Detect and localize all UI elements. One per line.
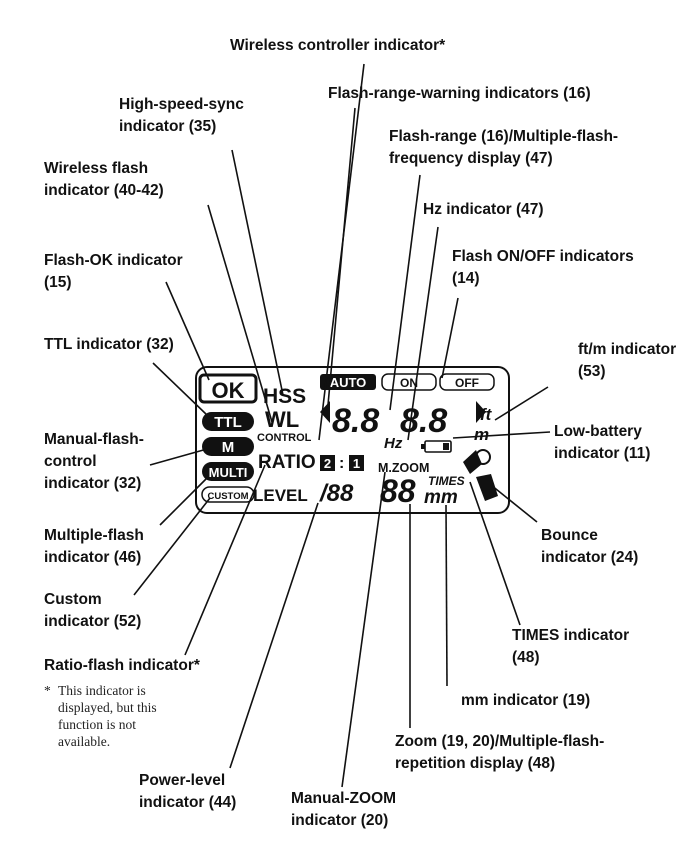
ratio-b: 1 bbox=[353, 456, 360, 471]
callout-multiple-flash: Multiple-flash indicator (46) bbox=[44, 527, 144, 566]
callout-ft-m-indicator: ft/m indicator (53) bbox=[578, 341, 677, 380]
ttl-pill bbox=[202, 412, 254, 431]
footnote: * This indicator is displayed, but this … bbox=[44, 682, 157, 750]
mzoom-indicator: M.ZOOM bbox=[378, 461, 429, 475]
ok-indicator: OK bbox=[212, 378, 245, 403]
ratio-colon: : bbox=[339, 455, 344, 472]
leader-flash-on-off bbox=[441, 297, 459, 379]
ratio-b-box bbox=[349, 455, 364, 471]
leader-mm bbox=[445, 504, 448, 687]
control-indicator: CONTROL bbox=[257, 432, 312, 444]
leader-times bbox=[469, 481, 521, 626]
flash-range-digits: 8.8 bbox=[332, 402, 379, 440]
leader-bounce bbox=[490, 484, 538, 523]
callout-bounce: Bounce indicator (24) bbox=[541, 527, 639, 566]
m-indicator: M bbox=[222, 439, 235, 456]
ratio-a-box bbox=[320, 455, 335, 471]
leader-flash-ok bbox=[165, 281, 210, 381]
lcd-panel-frame bbox=[195, 366, 510, 514]
leader-manual-zoom bbox=[341, 471, 386, 788]
ft-indicator: ft bbox=[480, 405, 493, 424]
hz-indicator: Hz bbox=[384, 435, 403, 452]
off-box bbox=[439, 373, 495, 391]
leader-low-battery bbox=[452, 431, 551, 439]
ttl-indicator: TTL bbox=[214, 414, 242, 431]
footnote-line: function is not bbox=[58, 717, 136, 732]
zoom-digits: 88 bbox=[380, 473, 416, 509]
ratio-a: 2 bbox=[324, 456, 331, 471]
custom-pill bbox=[201, 486, 255, 503]
leader-lines bbox=[133, 63, 551, 788]
on-indicator: ON bbox=[400, 376, 418, 390]
callout-zoom-display: Zoom (19, 20)/Multiple-flash- repetition… bbox=[395, 733, 605, 772]
custom-indicator: CUSTOM bbox=[208, 491, 249, 502]
callout-manual-zoom: Manual-ZOOM indicator (20) bbox=[291, 790, 397, 829]
range-warning-right-icon bbox=[476, 401, 486, 423]
callout-flash-range-display: Flash-range (16)/Multiple-flash- frequen… bbox=[389, 128, 619, 167]
bounce-icon bbox=[463, 449, 498, 501]
leader-manual-flash bbox=[149, 448, 208, 466]
flash-range-digits-2: 8.8 bbox=[400, 402, 447, 440]
callout-wireless-controller: Wireless controller indicator* bbox=[230, 37, 446, 54]
leader-ft-m bbox=[494, 386, 549, 421]
multi-indicator: MULTI bbox=[209, 465, 248, 480]
callout-manual-flash-control: Manual-flash- control indicator (32) bbox=[44, 431, 144, 492]
multi-pill bbox=[202, 462, 254, 481]
callout-hz-indicator: Hz indicator (47) bbox=[423, 201, 544, 218]
callout-flash-ok: Flash-OK indicator (15) bbox=[44, 252, 183, 291]
off-indicator: OFF bbox=[455, 376, 479, 390]
footnote-line: available. bbox=[58, 734, 111, 749]
leader-hz bbox=[407, 226, 439, 441]
hss-indicator: HSS bbox=[263, 385, 306, 408]
callout-ratio-flash: Ratio-flash indicator* bbox=[44, 657, 200, 674]
footnote-line: This indicator is bbox=[58, 683, 146, 698]
callout-ttl-indicator: TTL indicator (32) bbox=[44, 336, 174, 353]
callout-flash-range-warning: Flash-range-warning indicators (16) bbox=[328, 85, 591, 102]
leader-custom bbox=[133, 497, 211, 596]
leader-high-speed-sync bbox=[231, 149, 284, 396]
level-indicator: LEVEL bbox=[253, 486, 308, 505]
range-warning-left-icon bbox=[320, 401, 330, 423]
auto-indicator: AUTO bbox=[330, 375, 367, 390]
callout-times-indicator: TIMES indicator (48) bbox=[512, 627, 630, 666]
times-indicator: TIMES bbox=[428, 474, 465, 488]
leader-flash-range-warning bbox=[327, 107, 356, 406]
power-fraction-digits: /88 bbox=[319, 480, 354, 507]
callout-low-battery: Low-battery indicator (11) bbox=[554, 423, 651, 462]
mm-indicator: mm bbox=[424, 487, 458, 508]
footnote-star: * bbox=[44, 683, 51, 698]
m-unit-indicator: m bbox=[474, 425, 489, 444]
auto-box bbox=[320, 374, 376, 390]
leader-ratio-flash bbox=[184, 464, 266, 656]
callout-flash-on-off: Flash ON/OFF indicators (14) bbox=[452, 248, 634, 287]
leader-wireless-flash bbox=[207, 204, 273, 423]
callout-power-level: Power-level indicator (44) bbox=[139, 772, 237, 811]
leader-multiple-flash bbox=[159, 477, 208, 526]
callout-custom-indicator: Custom indicator (52) bbox=[44, 591, 142, 630]
wl-indicator: WL bbox=[265, 407, 299, 432]
callout-wireless-flash: Wireless flash indicator (40-42) bbox=[44, 160, 164, 199]
on-box bbox=[381, 373, 437, 391]
leader-ttl bbox=[152, 362, 208, 416]
ok-indicator-box bbox=[198, 373, 258, 404]
leader-power-level bbox=[229, 502, 319, 769]
callout-high-speed-sync: High-speed-sync indicator (35) bbox=[119, 96, 244, 135]
ratio-indicator: RATIO bbox=[258, 452, 316, 473]
leader-flash-range-display bbox=[389, 174, 421, 411]
callout-mm-indicator: mm indicator (19) bbox=[461, 692, 591, 709]
footnote-line: displayed, but this bbox=[58, 700, 157, 715]
m-pill bbox=[202, 437, 254, 456]
